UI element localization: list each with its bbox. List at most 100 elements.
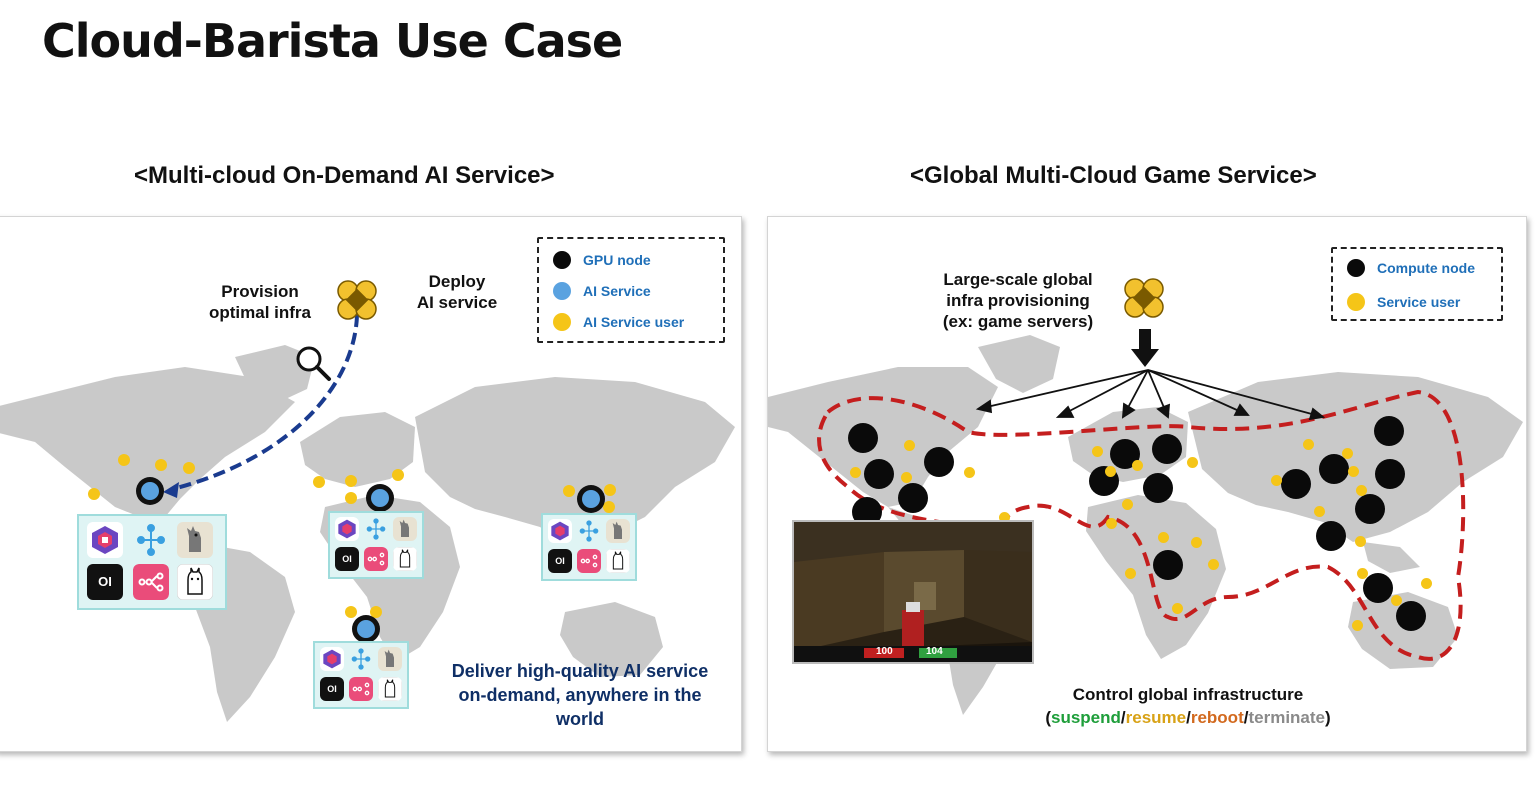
- control-infra-label: Control global infrastructure (suspend/r…: [958, 683, 1418, 729]
- cube-logo-icon: [87, 522, 123, 558]
- action-separator: /: [1120, 708, 1126, 727]
- left-section-title: <Multi-cloud On-Demand AI Service>: [134, 162, 555, 189]
- user-dot: [1421, 578, 1432, 589]
- ai-tools-box: OI: [328, 511, 424, 579]
- provision-label-line1: Provision: [221, 282, 299, 301]
- user-dot: [370, 606, 382, 618]
- user-dot: [604, 484, 616, 496]
- compute-node: [1374, 416, 1404, 446]
- cube-logo-icon: [320, 647, 344, 671]
- deploy-label-line2: AI service: [416, 293, 498, 312]
- compute-node: [1355, 494, 1385, 524]
- user-dot: [999, 512, 1010, 523]
- compute-node: [1143, 473, 1173, 503]
- compute-node: [1363, 573, 1393, 603]
- user-dot: [563, 485, 575, 497]
- compute-node: [1396, 601, 1426, 631]
- provisioning-line1: Large-scale global: [943, 270, 1093, 289]
- compute-node: [848, 423, 878, 453]
- action-resume: resume: [1125, 708, 1187, 727]
- action-suspend: suspend: [1050, 708, 1121, 727]
- workflow-graph-icon: [133, 522, 169, 558]
- compute-node: [1375, 459, 1405, 489]
- user-dot: [964, 467, 975, 478]
- right-section-title: <Global Multi-Cloud Game Service>: [910, 162, 1317, 189]
- legend-label: AI Service: [583, 283, 651, 299]
- workflow-graph-icon: [577, 519, 601, 543]
- cube-logo-icon: [548, 519, 572, 543]
- provisioning-line2: infra provisioning: [946, 291, 1090, 310]
- oi-logo-icon: OI: [548, 549, 572, 573]
- oi-logo-text: OI: [327, 684, 337, 694]
- provision-label-line2: optimal infra: [208, 303, 311, 322]
- oi-logo-text: OI: [98, 574, 112, 589]
- compute-node: [924, 447, 954, 477]
- llama-photo-icon: [606, 519, 630, 543]
- llama-logo-icon: [177, 564, 213, 600]
- black-dot-icon: [553, 251, 571, 269]
- user-dot: [1208, 559, 1219, 570]
- user-dot: [183, 462, 195, 474]
- llama-logo-icon: [393, 547, 417, 571]
- action-separator: /: [1243, 708, 1249, 727]
- user-dot: [1314, 506, 1325, 517]
- world-map: [0, 314, 735, 722]
- user-dot: [1132, 460, 1143, 471]
- llama-photo-icon: [177, 522, 213, 558]
- ai-tools-box: OI: [541, 513, 637, 581]
- user-dot: [850, 467, 861, 478]
- llama-logo-icon: [378, 677, 402, 701]
- hud-health: 100: [876, 646, 893, 657]
- paren-open: (: [1045, 708, 1051, 727]
- user-dot: [1191, 537, 1202, 548]
- yellow-dot-icon: [553, 313, 571, 331]
- user-dot: [1357, 568, 1368, 579]
- user-dot: [1105, 466, 1116, 477]
- page-title: Cloud-Barista Use Case: [42, 14, 623, 68]
- user-dot: [901, 472, 912, 483]
- pink-flow-logo-icon: [364, 547, 388, 571]
- user-dot: [88, 488, 100, 500]
- pink-flow-logo-icon: [349, 677, 373, 701]
- user-dot: [1158, 532, 1169, 543]
- llama-photo-icon: [378, 647, 402, 671]
- user-dot: [345, 475, 357, 487]
- hud-armor: 104: [926, 646, 943, 657]
- paren-close: ): [1325, 708, 1331, 727]
- oi-logo-icon: OI: [87, 564, 123, 600]
- tagline-line3: world: [556, 709, 604, 729]
- blue-dot-icon: [553, 282, 571, 300]
- user-dot: [118, 454, 130, 466]
- compute-node: [1316, 521, 1346, 551]
- black-dot-icon: [1347, 259, 1365, 277]
- legend-label: Compute node: [1377, 260, 1475, 276]
- workflow-graph-icon: [349, 647, 373, 671]
- oi-logo-text: OI: [342, 554, 352, 564]
- compute-node: [1319, 454, 1349, 484]
- game-legend: Compute node Service user: [1331, 247, 1503, 321]
- cloud-barista-logo-icon: [1124, 278, 1164, 318]
- user-dot: [1356, 485, 1367, 496]
- provisioning-line3: (ex: game servers): [942, 312, 1094, 331]
- llama-logo-icon: [606, 549, 630, 573]
- legend-label: Service user: [1377, 294, 1461, 310]
- user-dot: [313, 476, 325, 488]
- ai-legend: GPU node AI Service AI Service user: [537, 237, 725, 343]
- user-dot: [1122, 499, 1133, 510]
- workflow-graph-icon: [364, 517, 388, 541]
- pink-flow-logo-icon: [577, 549, 601, 573]
- user-dot: [1125, 568, 1136, 579]
- ai-tools-box: OI: [77, 514, 227, 610]
- user-dot: [345, 606, 357, 618]
- user-dot: [1391, 595, 1402, 606]
- yellow-dot-icon: [1347, 293, 1365, 311]
- provisioning-label: Large-scale global infra provisioning (e…: [918, 269, 1118, 332]
- ai-tools-box: OI: [313, 641, 409, 709]
- oi-logo-text: OI: [555, 556, 565, 566]
- user-dot: [155, 459, 167, 471]
- compute-node: [1152, 434, 1182, 464]
- user-dot: [1355, 536, 1366, 547]
- user-dot: [1187, 457, 1198, 468]
- user-dot: [1106, 518, 1117, 529]
- ai-service-node: [136, 477, 164, 505]
